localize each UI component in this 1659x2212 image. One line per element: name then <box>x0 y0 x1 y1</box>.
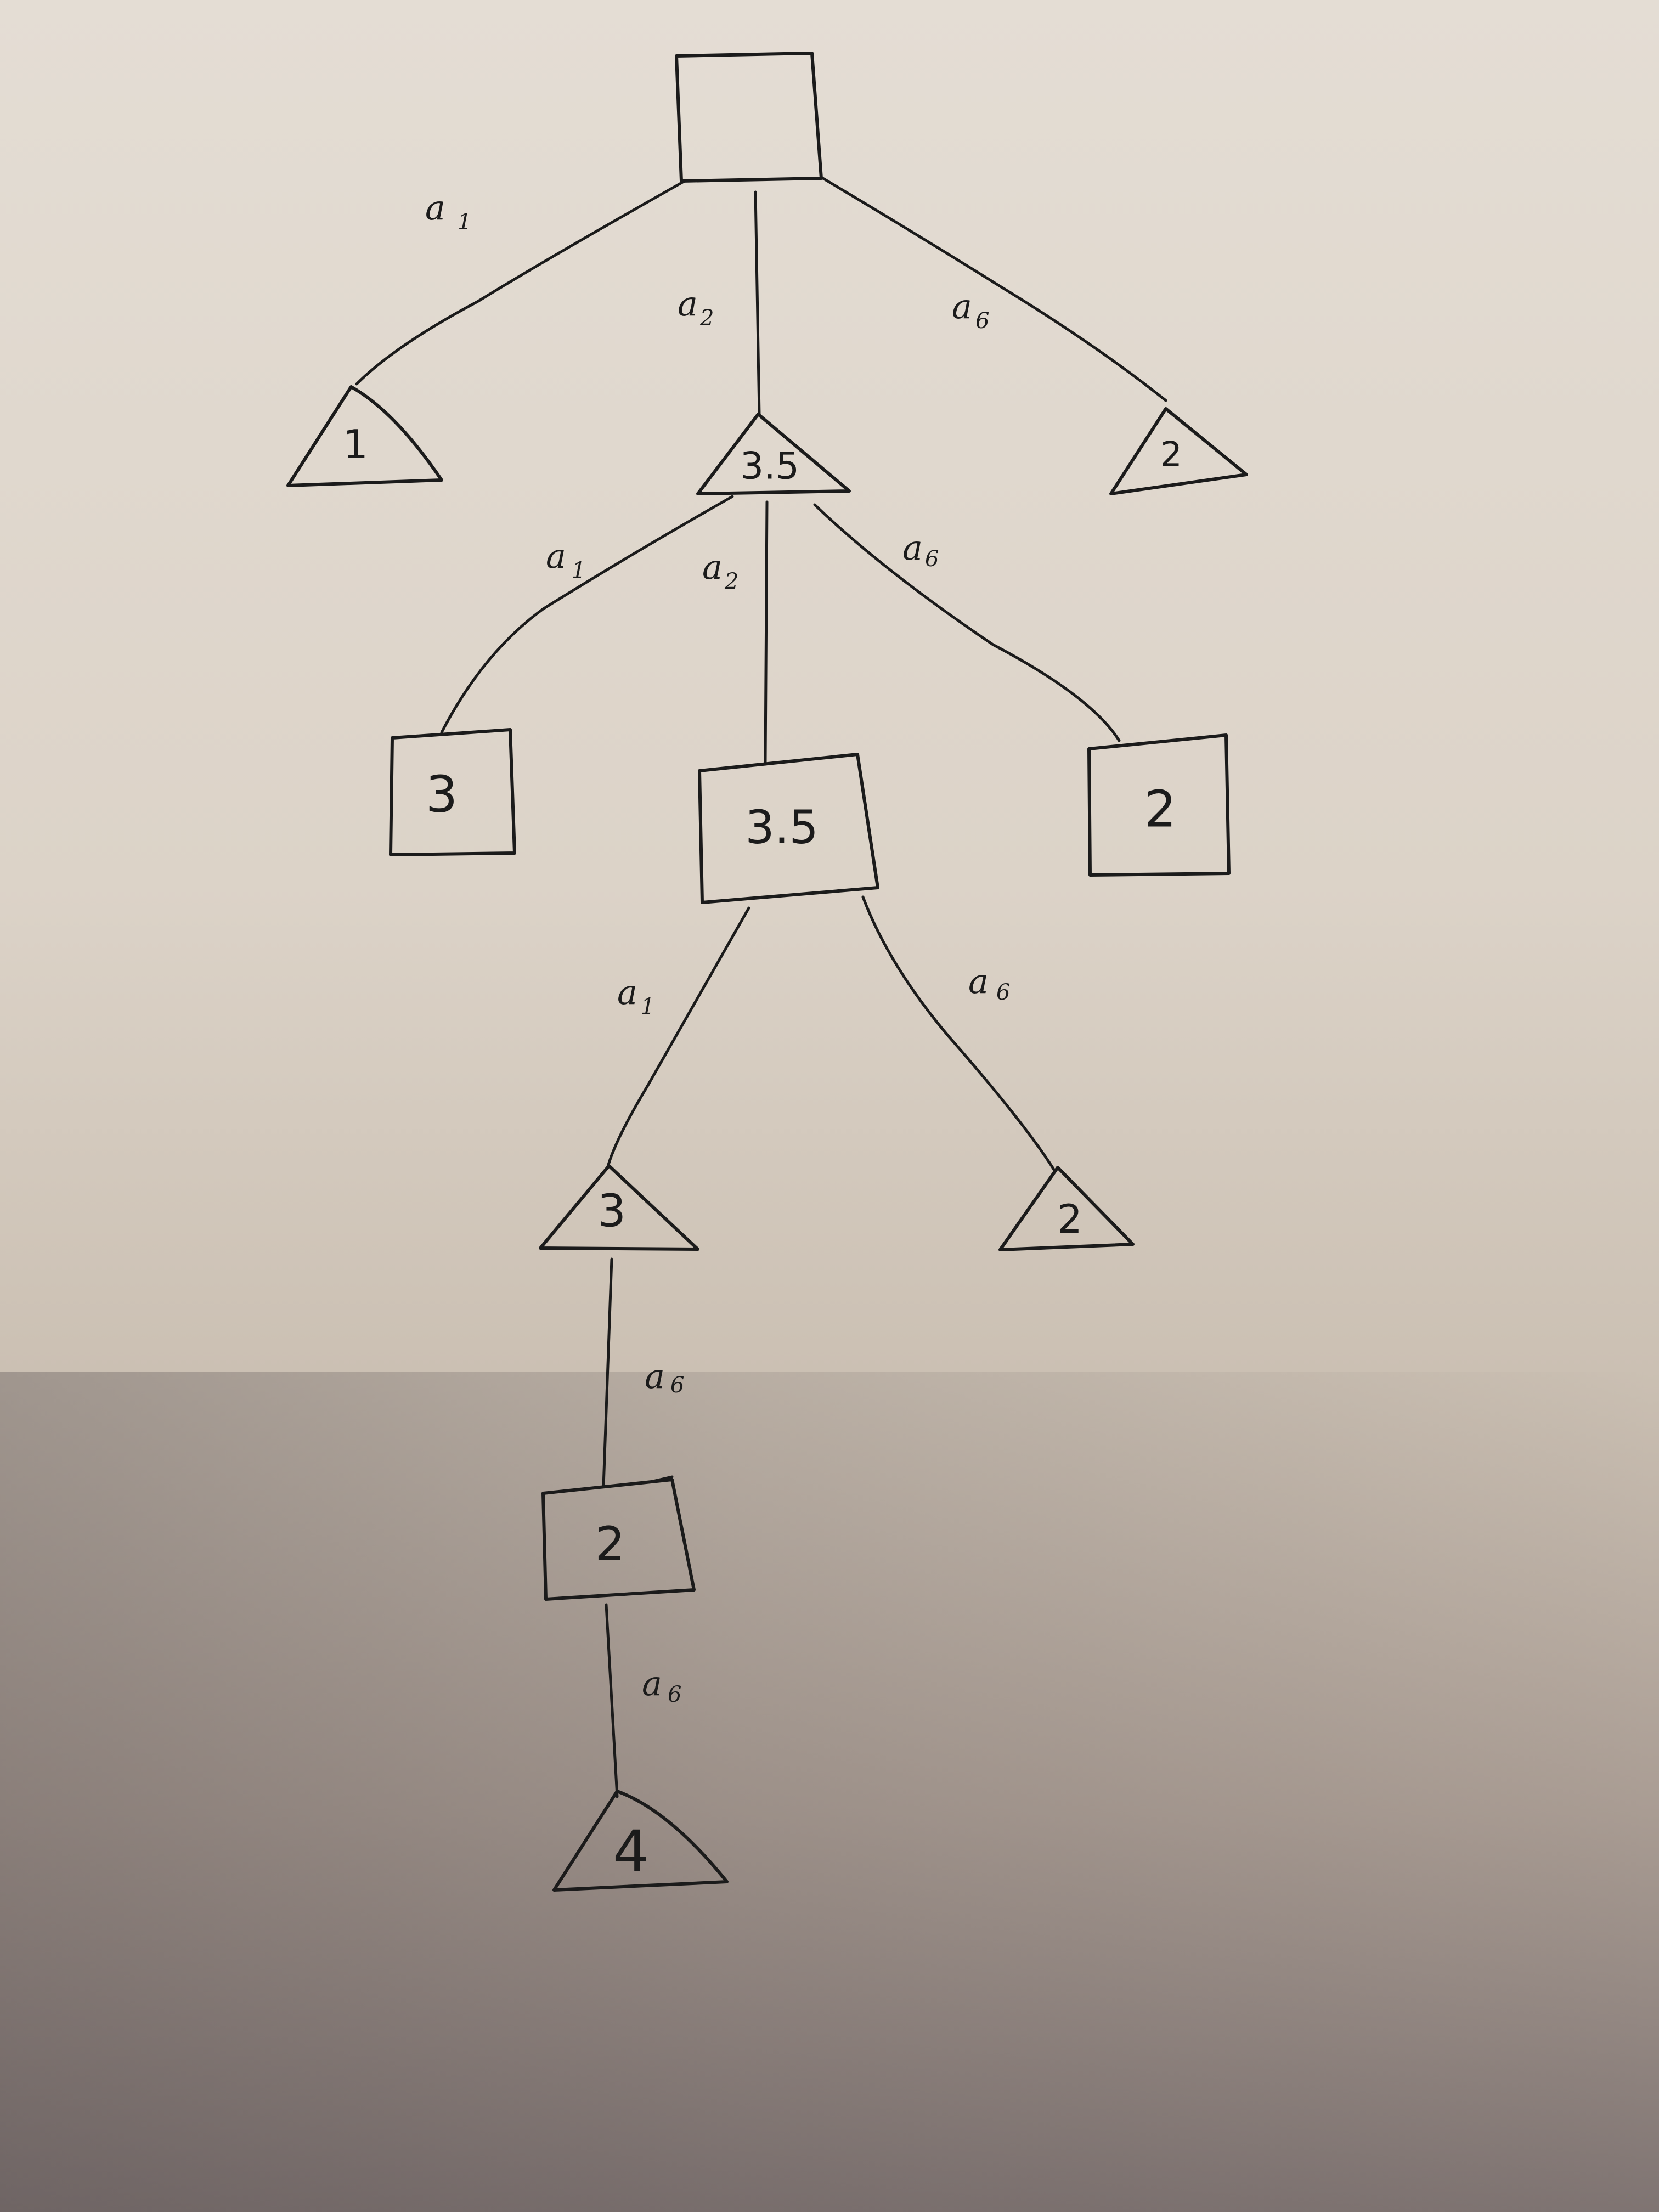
max-node-a6-square <box>1087 733 1231 877</box>
edge-mid-a6 <box>813 503 1121 742</box>
max-node-a1-value: 3 <box>426 765 458 824</box>
chance-node-a6-value: 2 <box>1160 435 1182 475</box>
max-node-deep-value: 2 <box>595 1517 625 1572</box>
max-node-a6: 2 <box>1087 733 1231 877</box>
edge-mid-a2 <box>764 500 769 764</box>
max-node-deep-square <box>541 1478 696 1601</box>
edge-low-a6 <box>861 895 1057 1173</box>
chance-node-a2: 3.5 <box>696 413 851 495</box>
chance-node-a6-triangle <box>1109 407 1248 495</box>
edge-mid-a1 <box>440 495 734 734</box>
edge-deep-a6-2 <box>605 1603 619 1798</box>
chance-node-a2-a6-value: 2 <box>1057 1196 1082 1242</box>
max-node-a1: 3 <box>389 728 516 856</box>
edge-deep-a6-1 <box>602 1257 613 1488</box>
max-node-a2: 3.5 <box>698 753 879 904</box>
max-node-a1-square <box>389 728 516 856</box>
chance-node-a2-value: 3.5 <box>740 445 799 488</box>
paper-shadow <box>0 1372 1659 2212</box>
chance-node-deep-triangle <box>552 1790 729 1892</box>
edge-root-a1 <box>355 179 686 386</box>
max-node-a2-square <box>698 753 879 904</box>
chance-node-a2-a1: 3 <box>539 1164 699 1251</box>
edge-root-a2 <box>754 190 761 416</box>
tree-nodes: 1 3.5 2 3 3.5 2 3 2 <box>286 52 1248 1892</box>
max-node-a6-value: 2 <box>1144 780 1177 839</box>
chance-node-a1-value: 1 <box>343 421 368 467</box>
edge-root-a6 <box>821 177 1167 402</box>
chance-node-a2-a1-value: 3 <box>597 1186 626 1238</box>
edge-low-a1 <box>606 906 751 1170</box>
max-node-deep: 2 <box>541 1475 696 1601</box>
chance-node-a1: 1 <box>286 385 443 487</box>
root-square <box>675 52 823 183</box>
chance-node-a2-a6: 2 <box>998 1166 1135 1251</box>
chance-node-a2-a1-triangle <box>539 1164 699 1251</box>
chance-node-a2-a6-triangle <box>998 1166 1135 1251</box>
chance-node-a6: 2 <box>1109 407 1248 495</box>
max-node-deep-corner-tick <box>651 1475 674 1483</box>
chance-node-deep-value: 4 <box>613 1818 649 1885</box>
chance-node-a2-triangle <box>696 413 851 495</box>
max-node-a2-value: 3.5 <box>745 800 819 854</box>
root-max-node <box>675 52 823 183</box>
tree-edges <box>355 177 1167 1798</box>
chance-node-a1-triangle <box>286 385 443 487</box>
chance-node-deep: 4 <box>552 1790 729 1892</box>
